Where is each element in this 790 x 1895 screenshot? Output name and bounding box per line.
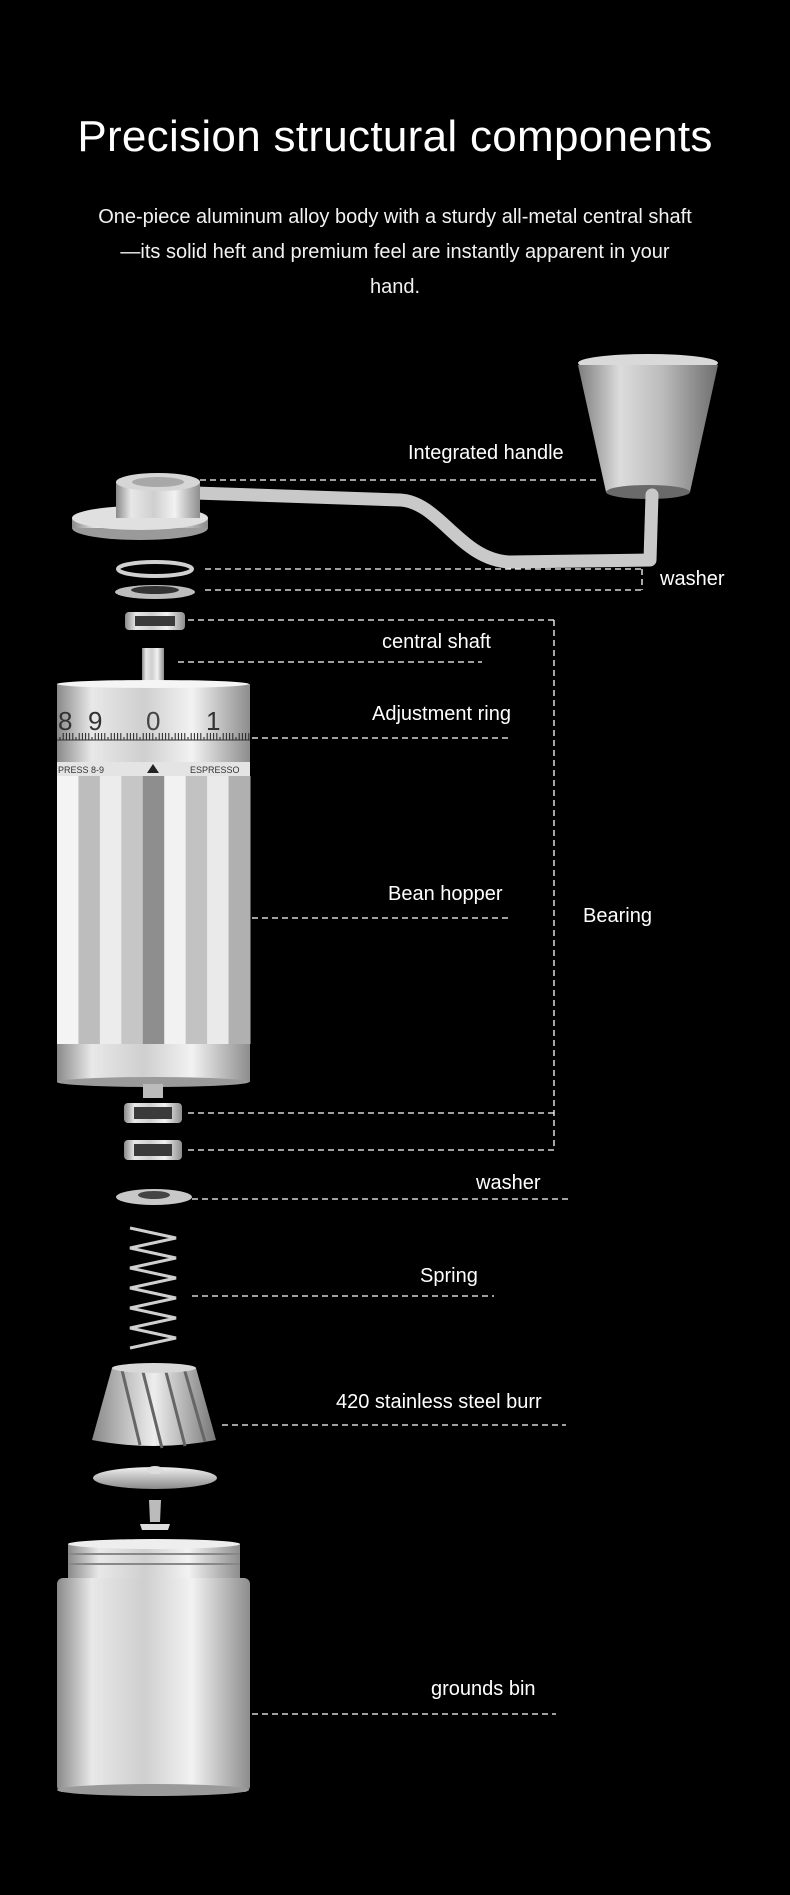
hopper-flute [121,776,144,1044]
label-central-shaft: central shaft [382,631,491,653]
hopper-flute [78,776,101,1044]
label-spring: Spring [420,1265,478,1287]
label-adjustment-ring: Adjustment ring [372,703,511,725]
label-grounds-bin: grounds bin [431,1678,536,1700]
label-integrated-handle: Integrated handle [408,442,564,464]
hopper-flute [164,776,187,1044]
burr-plate [93,1466,217,1489]
top-washer-2 [115,585,195,599]
page-subtitle: One-piece aluminum alloy body with a stu… [98,206,692,298]
lower-shaft [143,1084,163,1098]
steel-burr [92,1363,216,1449]
hopper-flute [57,776,79,1044]
hopper-flute [228,776,251,1044]
dial-number-8: 8 [58,706,72,736]
label-bearing: Bearing [583,905,652,927]
handle-hub [72,473,208,540]
label-washer-top: washer [660,568,725,590]
hopper-flute [207,776,230,1044]
bottom-washer [116,1189,192,1205]
top-washer-1 [116,560,194,578]
hopper-flute [142,776,165,1044]
dial-number-1: 1 [206,706,220,736]
dial-number-9: 9 [88,706,102,736]
label-bean-hopper: Bean hopper [388,883,503,905]
lower-bearing-1 [124,1103,182,1123]
hopper-flute [99,776,122,1044]
label-burr: 420 stainless steel burr [336,1391,542,1413]
handle-knob [578,354,718,499]
adjustment-ring: 8 9 0 1 PRESS 8-9 ESPRESSO [57,680,250,776]
lower-bearing-2 [124,1140,182,1160]
dial-number-0: 0 [146,706,160,736]
central-shaft-tip [142,648,164,682]
crank-arm [188,486,659,569]
spring [129,1226,177,1350]
dial-setting-left: PRESS 8-9 [58,765,104,775]
bean-hopper [57,776,251,1087]
hopper-flute [185,776,208,1044]
screw [140,1500,170,1530]
dial-pointer-icon [147,764,159,773]
grounds-bin [57,1539,250,1796]
page-title: Precision structural components [77,112,713,161]
top-bearing [125,612,185,630]
dial-setting-right: ESPRESSO [190,765,240,775]
leader-lines [178,479,643,1715]
label-washer-bottom: washer [476,1172,541,1194]
